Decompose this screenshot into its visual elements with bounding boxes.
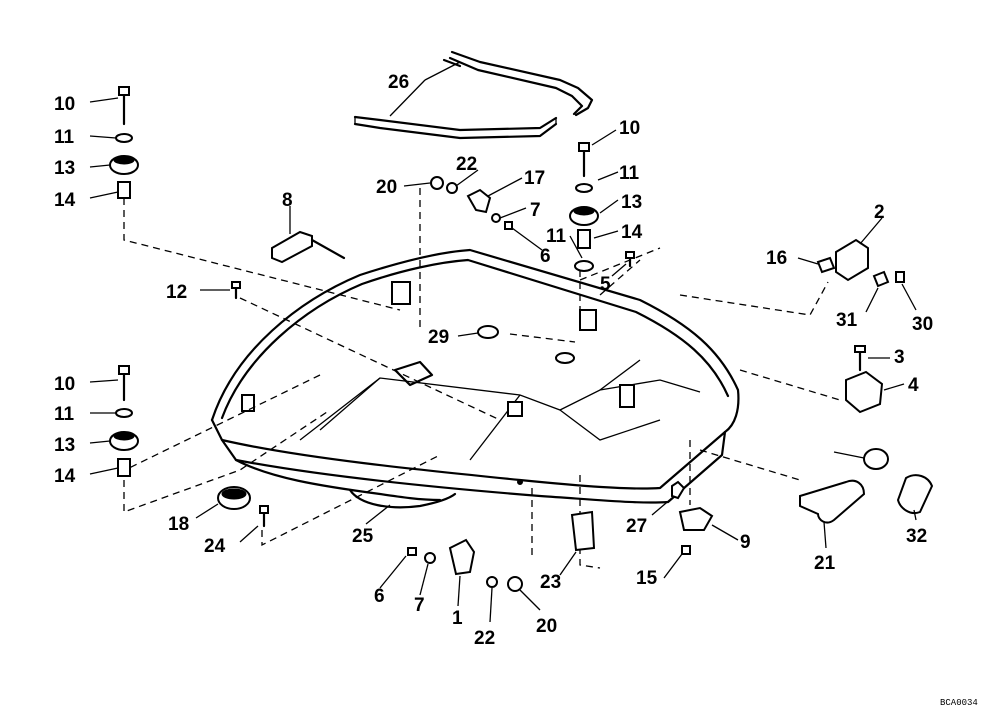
- callout-5: 5: [600, 274, 611, 295]
- callout-27: 27: [626, 516, 647, 537]
- callout-25: 25: [352, 526, 374, 547]
- callout-23: 23: [540, 572, 561, 593]
- callout-14-lower-left: 14: [54, 466, 76, 487]
- assembly-leader-lines: [123, 188, 841, 569]
- callout-10-upper-left: 10: [54, 94, 75, 115]
- callout-6-upper: 6: [540, 246, 551, 267]
- callout-29: 30: [912, 314, 933, 335]
- callout-leaders: [89, 61, 917, 623]
- callout-12: 12: [166, 282, 187, 303]
- callout-31: 32: [906, 526, 927, 547]
- callout-15: 15: [636, 568, 658, 589]
- callout-11-upper-left: 11: [54, 127, 75, 148]
- callout-14-upper-left: 14: [54, 190, 76, 211]
- callout-24: 24: [204, 536, 226, 557]
- callout-7-lower: 7: [414, 595, 425, 616]
- cover-boss: [391, 281, 411, 305]
- callout-21: 21: [814, 553, 836, 574]
- small-hardware: [217, 176, 934, 592]
- callout-6-lower: 6: [374, 586, 385, 607]
- cover-boss: [619, 384, 635, 408]
- cover-boss: [241, 394, 255, 412]
- callout-22-lower: 22: [474, 628, 495, 649]
- callout-14-center: 14: [621, 222, 643, 243]
- callout-22-upper: 22: [456, 154, 477, 175]
- callout-numbers: 10 11 13 14 10 11 13 14 26 20 22 17 7 6 …: [54, 72, 978, 708]
- callout-17: 17: [524, 168, 545, 189]
- callout-8: 8: [282, 190, 293, 211]
- callout-20-upper: 20: [376, 177, 397, 198]
- callout-9: 9: [740, 532, 751, 553]
- callout-13-upper-left: 13: [54, 158, 75, 179]
- callout-20-lower: 20: [536, 616, 557, 637]
- callout-1: 1: [452, 608, 463, 629]
- callout-11-lower-left: 11: [54, 404, 75, 425]
- cover-boss: [507, 401, 523, 417]
- callout-10-center: 10: [619, 118, 640, 139]
- callout-7-upper: 7: [530, 200, 541, 221]
- callout-16: 16: [766, 248, 787, 269]
- callout-10-lower-left: 10: [54, 374, 75, 395]
- mount-stack-upper-left: [109, 86, 139, 199]
- callout-13-lower-left: 13: [54, 435, 75, 456]
- callout-28: 29: [428, 327, 449, 348]
- callout-26: 26: [388, 72, 409, 93]
- mount-stack-lower-left: [109, 365, 139, 477]
- callout-11-center: 11: [619, 163, 640, 184]
- cover-boss: [555, 352, 575, 364]
- callout-13-center: 13: [621, 192, 642, 213]
- callout-11-center-lower: 11: [546, 226, 567, 247]
- callout-2: 2: [874, 202, 885, 223]
- callout-18: 18: [168, 514, 189, 535]
- part-26-strips: [353, 50, 594, 140]
- callout-3: 3: [894, 347, 905, 368]
- corner-code: BCA0034: [940, 698, 978, 708]
- cover-boss: [579, 309, 597, 331]
- callout-30: 31: [836, 310, 858, 331]
- lower-motor-cover-pan: [210, 248, 740, 509]
- mount-stack-center: [569, 142, 599, 272]
- callout-4: 4: [908, 375, 919, 396]
